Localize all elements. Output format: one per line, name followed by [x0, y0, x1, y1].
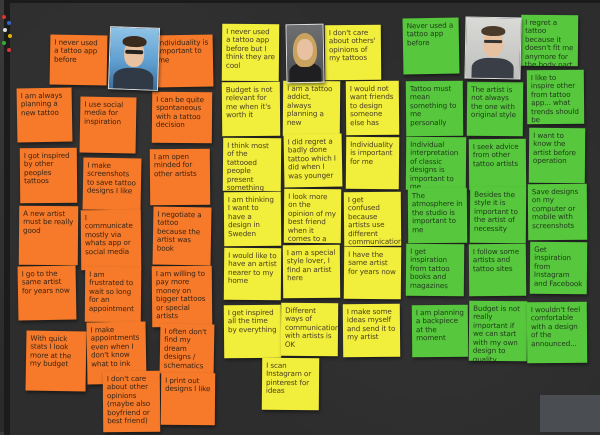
sticky-note: With quick stats I look more at the my b…	[25, 330, 87, 392]
sticky-note: A new artist must be really good	[18, 205, 79, 266]
participant-photo	[464, 16, 522, 80]
sticky-note: I follow some artists and tattoo sites	[468, 243, 527, 297]
sticky-note: I go to the same artist for years now	[17, 265, 77, 321]
sticky-note: The artist is not always the one with or…	[466, 81, 524, 137]
sticky-note: I am a tattoo addict, always planning a …	[282, 80, 341, 137]
sticky-note: I am willing to pay more money on bigger…	[151, 265, 213, 328]
sticky-note: I am thinking I want to have a design in…	[223, 191, 282, 247]
sticky-note: I negotiate a tattoo because the artist …	[152, 206, 212, 266]
sticky-note: Tattoo must mean something to me persona…	[405, 80, 464, 137]
sticky-note: I never used a tattoo app before	[49, 34, 108, 86]
sticky-note: I have the same artist for years now	[343, 246, 402, 300]
sticky-note: I communicate mostly via whats app or so…	[80, 209, 142, 271]
sticky-note: I never used a tattoo app before but I t…	[221, 23, 280, 82]
sticky-note: I get inspiration from tattoo books and …	[405, 243, 465, 297]
sticky-note: I got inspired by other peoples tattoos	[19, 147, 78, 204]
sticky-note: The atmosphere in the studio is importan…	[407, 187, 468, 244]
sticky-note: I often don't find my dream designs / sc…	[159, 323, 215, 375]
sticky-note: Individuality is important for me	[345, 136, 400, 190]
participant-photo	[107, 26, 161, 91]
sticky-note: I make some ideas myself and send it to …	[342, 303, 401, 358]
sticky-note: I regret a tattoo because it doesn't fit…	[520, 14, 579, 67]
sticky-note: I want to know the artist before operati…	[528, 127, 586, 184]
sticky-note: Budget is not relevant for me when it's …	[221, 81, 281, 137]
sticky-note: I like to inspire other from tattoo app.…	[526, 69, 585, 125]
sticky-note: I am frustrated to wait so long for an a…	[84, 266, 142, 323]
sticky-note: I don't care about others' opinions of m…	[324, 24, 382, 81]
sticky-note: I look more on the opinion of my best fr…	[283, 188, 342, 244]
sticky-note: Save designs on my computer or mobile wi…	[527, 183, 588, 241]
sticky-note: Individuality is important to me	[153, 34, 214, 88]
sticky-note: I am a special style lover, I find an ar…	[282, 244, 341, 299]
participant-photo	[285, 23, 325, 84]
pushpins	[0, 15, 14, 65]
sticky-note: Individual interpretation of classic des…	[405, 136, 467, 191]
sticky-note: Besides the style it is important to the…	[469, 186, 527, 244]
sticky-note: Budget is not really important if we can…	[468, 300, 528, 362]
sticky-note: I wouldn't feel comfortable with a desig…	[526, 301, 588, 364]
sticky-note: I can be quite spontaneous with a tattoo…	[151, 91, 213, 144]
sticky-note: I scan Instagram or pinterest for ideas	[261, 357, 320, 411]
sticky-note: I would not want friends to design someo…	[345, 80, 400, 136]
sticky-note: Different ways of communication with art…	[280, 302, 339, 357]
sticky-note: I would like to have an artist nearer to…	[223, 247, 282, 301]
sticky-note: I am always planning a new tattoo	[16, 87, 73, 143]
sticky-note: I use social media for inspiration	[79, 96, 137, 154]
sticky-note: I make screenshots to save tattoo design…	[82, 157, 142, 211]
sticky-note: I print out designs I like	[160, 372, 216, 426]
sticky-note: I did regret a badly done tattoo which I…	[283, 133, 343, 188]
floor-corner	[540, 395, 600, 432]
sticky-note: Get inspiration from Instagram and Faceb…	[529, 241, 588, 295]
sticky-note: I think most of the tattooed people pres…	[222, 137, 282, 192]
sticky-note: Never used a tattoo app before	[402, 17, 460, 75]
sticky-note: I am planning a backpiece at the moment	[411, 304, 469, 358]
sticky-note: I seek advice from other tattoo artists	[468, 138, 527, 191]
sticky-note: I get confused because artists use diffe…	[343, 191, 402, 247]
sticky-note: I get inspired all the time by everythin…	[223, 304, 282, 359]
sticky-note: I don't care about other opinions (maybe…	[102, 370, 161, 433]
sticky-note: I am open minded for other artists	[149, 148, 211, 206]
